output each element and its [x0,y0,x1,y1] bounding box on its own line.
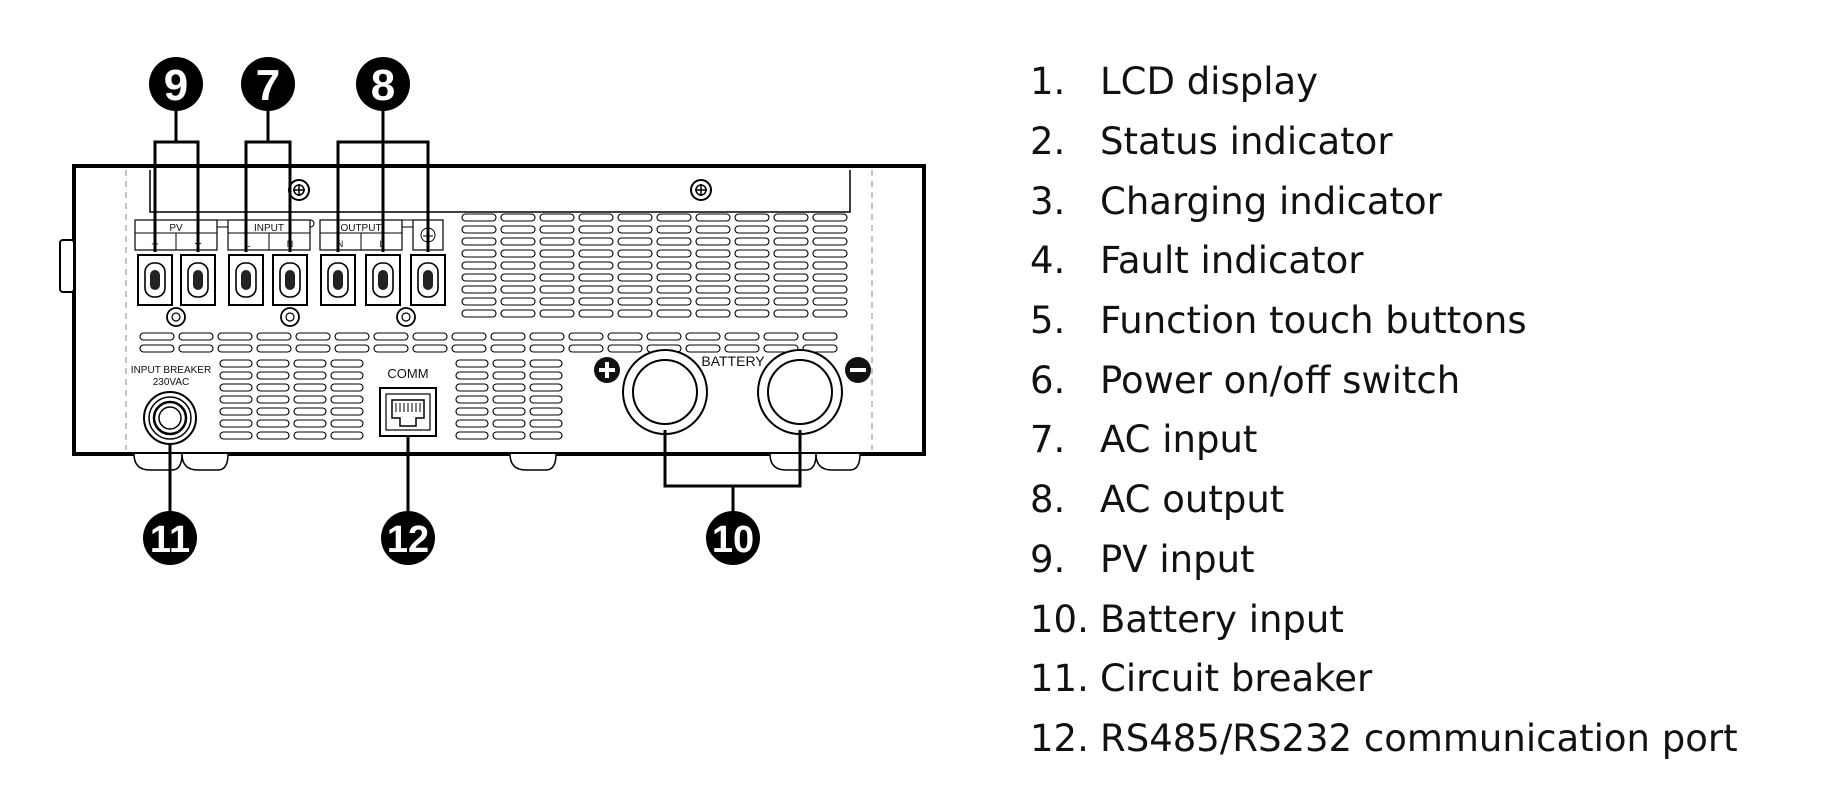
legend-item: 7. AC input [1030,410,1738,470]
legend-item-label: AC input [1100,418,1258,462]
terminal-screw[interactable] [137,254,173,306]
legend-item: 1. LCD display [1030,52,1738,112]
callout-8-number: 8 [371,61,395,110]
pv-header: PV + − [134,219,218,251]
circuit-breaker[interactable] [143,391,197,445]
legend-item-label: AC output [1100,478,1285,522]
output-header: OUTPUT N L [319,219,403,251]
legend-item-number: 1. [1030,60,1066,104]
legend-item-label: Function touch buttons [1100,299,1527,343]
legend-item: 10.Battery input [1030,589,1738,649]
legend-item-number: 2. [1030,120,1066,164]
callout-11-number: 11 [150,519,190,561]
legend-item: 4. Fault indicator [1030,231,1738,291]
pv-label: PV [169,223,183,234]
callout-leaders [153,110,802,512]
legend-item-label: RS485/RS232 communication port [1100,716,1738,760]
terminal-screw[interactable] [320,254,356,306]
legend-item: 8. AC output [1030,470,1738,530]
ventilation-grille [139,213,848,440]
component-legend: 1. LCD display 2. Status indicator 3. Chargin… [1030,52,1738,768]
output-n-label: N [337,239,344,249]
terminal-block [137,254,446,306]
legend-item-label: Circuit breaker [1100,657,1373,701]
chassis-feet [133,453,861,471]
callout-badge-8: 8 [356,57,410,111]
terminal-screw[interactable] [410,254,446,306]
callout-9-number: 9 [164,61,188,110]
battery-positive-terminal[interactable] [622,349,708,435]
legend-item-number: 11. [1030,657,1089,701]
legend-item-label: Fault indicator [1100,239,1364,283]
legend-item-number: 5. [1030,299,1066,343]
legend-item: 12.RS485/RS232 communication port [1030,709,1738,769]
legend-item: 11.Circuit breaker [1030,649,1738,709]
callout-badge-10: 10 [706,511,760,565]
screw-icon [288,179,310,201]
legend-item-number: 3. [1030,179,1066,223]
breaker-label-line2: 230VAC [153,377,190,388]
terminal-screw-icon [166,307,186,327]
legend-item: 5. Function touch buttons [1030,291,1738,351]
callout-10-number: 10 [712,519,754,561]
input-label: INPUT [254,223,284,234]
legend-item-label: Power on/off switch [1100,358,1461,402]
breaker-label-line1: INPUT BREAKER [131,365,211,376]
terminal-screw-icon [396,307,416,327]
legend-item-label: Charging indicator [1100,179,1442,223]
callout-badge-11: 11 [143,511,197,565]
screw-icon [690,179,712,201]
callout-7-number: 7 [256,61,280,110]
legend-item-number: 9. [1030,537,1066,581]
plus-icon [594,357,620,383]
legend-item-number: 7. [1030,418,1066,462]
output-label: OUTPUT [340,223,381,234]
terminal-screw[interactable] [228,254,264,306]
legend-item-label: Battery input [1100,597,1344,641]
legend-item: 3. Charging indicator [1030,171,1738,231]
legend-item: 9. PV input [1030,530,1738,590]
callout-badge-7: 7 [241,57,295,111]
input-l-label: L [245,239,250,249]
legend-item-label: LCD display [1100,60,1319,104]
callout-badge-12: 12 [381,511,435,565]
input-header: INPUT L N [227,219,311,251]
terminal-screw[interactable] [365,254,401,306]
rj45-port[interactable] [379,387,437,437]
minus-icon [845,357,871,383]
side-handle [59,239,75,293]
battery-label: BATTERY [701,353,765,369]
terminal-screw-icon [280,307,300,327]
legend-item-number: 10. [1030,597,1089,641]
terminal-screw[interactable] [272,254,308,306]
legend-item-number: 8. [1030,478,1066,522]
legend-item: 2. Status indicator [1030,112,1738,172]
legend-item-number: 4. [1030,239,1066,283]
callout-12-number: 12 [387,519,429,561]
legend-item: 6. Power on/off switch [1030,350,1738,410]
legend-item-number: 6. [1030,358,1066,402]
legend-item-label: Status indicator [1100,120,1393,164]
terminal-screw[interactable] [180,254,216,306]
top-plate [149,170,851,213]
comm-label: COMM [387,366,428,381]
legend-item-label: PV input [1100,537,1255,581]
battery-negative-terminal[interactable] [757,349,843,435]
legend-item-number: 12. [1030,716,1089,760]
callout-badge-9: 9 [149,57,203,111]
inverter-rear-panel-diagram: PV + − INPUT L N OUTPUT N L INPUT BREAKE… [59,57,926,565]
